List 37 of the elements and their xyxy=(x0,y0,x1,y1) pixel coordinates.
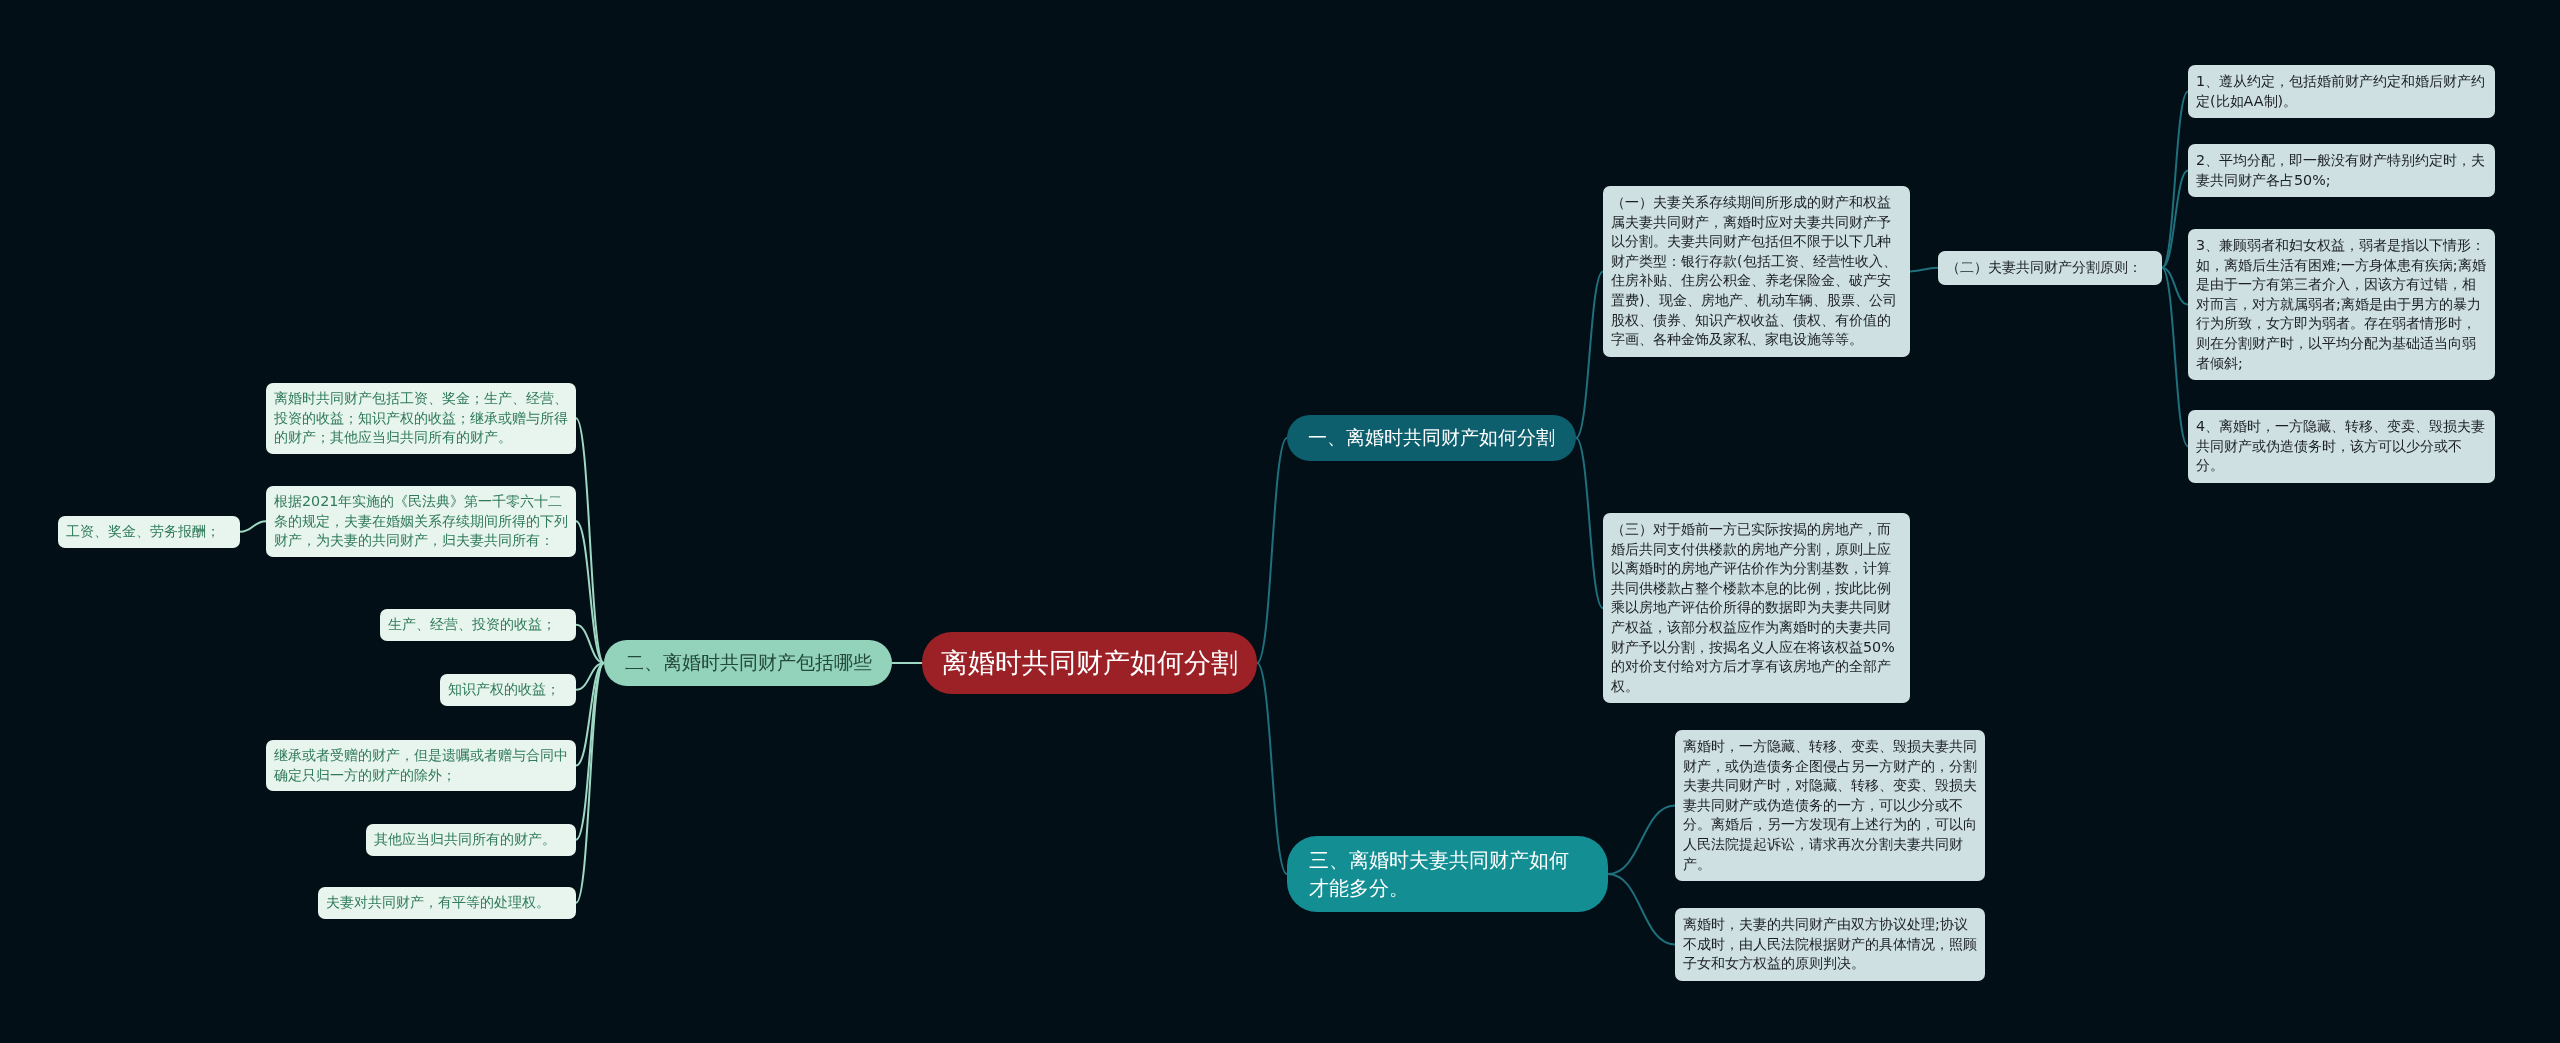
text-card: 根据2021年实施的《民法典》第一千零六十二条的规定，夫妻在婚姻关系存续期间所得的下列财产，为夫妻的共同财产，归夫妻共同所有： xyxy=(266,486,576,557)
text-card: 夫妻对共同财产，有平等的处理权。 xyxy=(318,887,576,919)
text-card: 4、离婚时，一方隐藏、转移、变卖、毁损夫妻共同财产或伪造债务时，该方可以少分或不分。 xyxy=(2188,410,2495,483)
text-card: 继承或者受赠的财产，但是遗嘱或者赠与合同中确定只归一方的财产的除外； xyxy=(266,740,576,791)
connector-line xyxy=(2161,169,2189,269)
connector-line xyxy=(575,623,605,664)
central-topic: 离婚时共同财产如何分割 xyxy=(922,632,1257,694)
text-card: 离婚时，夫妻的共同财产由双方协议处理;协议不成时，由人民法院根据财产的具体情况，照顾子女和女方权益的原则判决。 xyxy=(1675,908,1985,981)
text-card: 其他应当归共同所有的财产。 xyxy=(366,824,576,856)
connector-line xyxy=(575,662,605,904)
connector-line xyxy=(1909,266,1939,273)
text-card: 1、遵从约定，包括婚前财产约定和婚后财产约定(比如AA制)。 xyxy=(2188,65,2495,119)
text-card: 生产、经营、投资的收益； xyxy=(380,609,576,641)
text-card: 工资、奖金、劳务报酬； xyxy=(58,516,240,548)
connector-line xyxy=(575,520,605,664)
branch-topic: 三、离婚时夫妻共同财产如何才能多分。 xyxy=(1287,836,1608,912)
text-card: （三）对于婚前一方已实际按揭的房地产，而婚后共同支付供楼款的房地产分割，原则上应以离婚时的房地产评估价作为分割基数，计算共同供楼款占整个楼款本息的比例，按此比例乘以房地产评估价所得的数据即为夫妻共同财产权益，该部分权益应作为离婚时的夫妻共同财产予以分割，按揭名义人应在将该权益50%的对价支付给对方后才享有该房地产的全部产权。 xyxy=(1603,513,1910,704)
connector-line xyxy=(1607,873,1676,946)
connector-line xyxy=(2161,90,2189,269)
text-card: 离婚时共同财产包括工资、奖金；生产、经营、投资的收益；知识产权的收益；继承或赠与所得的财产；其他应当归共同所有的财产。 xyxy=(266,383,576,454)
branch-topic: 一、离婚时共同财产如何分割 xyxy=(1287,415,1576,461)
text-card: 知识产权的收益； xyxy=(440,674,576,706)
text-card: 离婚时，一方隐藏、转移、变卖、毁损夫妻共同财产，或伪造债务企图侵占另一方财产的，分割夫妻共同财产时，对隐藏、转移、变卖、毁损夫妻共同财产或伪造债务的一方，可以少分或不分。离婚后，另一方发现有上述行为的，可以向人民法院提起诉讼，请求再次分割夫妻共同财产。 xyxy=(1675,730,1985,882)
connector-line xyxy=(2161,266,2189,306)
connector-line xyxy=(575,417,605,664)
text-card: 3、兼顾弱者和妇女权益，弱者是指以下情形：如，离婚后生活有困难;一方身体患有疾病;离婚是由于一方有第三者介入，因该方有过错，相对而言，对方就属弱者;离婚是由于男方的暴力行为所致，女方即为弱者。存在弱者情形时，则在分割财产时，以平均分配为基础适当向弱者倾斜; xyxy=(2188,229,2495,381)
branch-topic: 二、离婚时共同财产包括哪些 xyxy=(604,640,892,686)
text-card: （一）夫妻关系存续期间所形成的财产和权益属夫妻共同财产，离婚时应对夫妻共同财产予以分割。夫妻共同财产包括但不限于以下几种财产类型：银行存款(包括工资、经营性收入、住房补贴、住房公积金、养老保险金、破产安置费)、现金、房地产、机动车辆、股票、公司股权、债券、知识产权收益、债权、有价值的字画、各种金饰及家私、家电设施等等。 xyxy=(1603,186,1910,357)
text-card: 2、平均分配，即一般没有财产特别约定时，夫妻共同财产各占50%; xyxy=(2188,144,2495,198)
connector-line xyxy=(1256,437,1288,664)
connector-line xyxy=(1575,270,1604,439)
connector-line xyxy=(2161,266,2189,448)
connector-line xyxy=(1575,437,1604,610)
connector-line xyxy=(1256,662,1288,875)
subtopic-card: （二）夫妻共同财产分割原则： xyxy=(1938,251,2162,285)
connector-line xyxy=(239,520,267,533)
connector-line xyxy=(891,662,923,664)
